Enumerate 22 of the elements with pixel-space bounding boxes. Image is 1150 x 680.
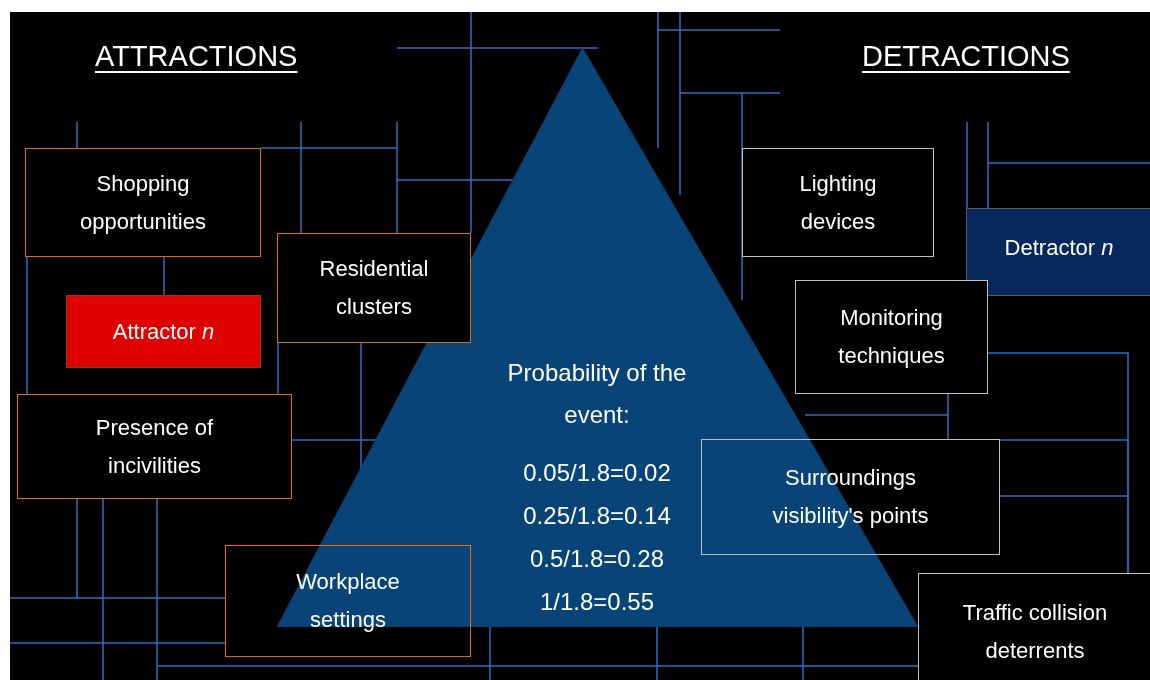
connector-line [26,256,28,395]
factor-box: Traffic collision deterrents [918,573,1150,680]
connector-line [277,342,279,395]
probability-value: 0.25/1.8=0.14 [522,501,672,531]
probability-value: 0.5/1.8=0.28 [528,544,666,574]
section-heading: ATTRACTIONS [95,40,298,73]
highlighted-factor-box: Detractor n [966,208,1150,296]
connector-line [163,256,165,296]
probability-value: 0.05/1.8=0.02 [522,458,672,488]
factor-box: Presence of incivilities [17,394,292,499]
factor-box: Monitoring techniques [795,280,988,394]
factor-box: Workplace settings [225,545,471,657]
section-heading: DETRACTIONS [862,40,1070,73]
factor-box: Lighting devices [742,148,934,257]
highlighted-factor-box: Attractor n [66,295,261,368]
connector-line [947,393,949,440]
probability-value: 1/1.8=0.55 [538,587,656,617]
probability-heading: Probability of the event: [506,358,688,430]
connector-line [999,439,1129,574]
factor-box: Surroundings visibility's points [701,439,1000,555]
factor-box: Residential clusters [277,233,471,343]
factor-box: Shopping opportunities [25,148,261,257]
